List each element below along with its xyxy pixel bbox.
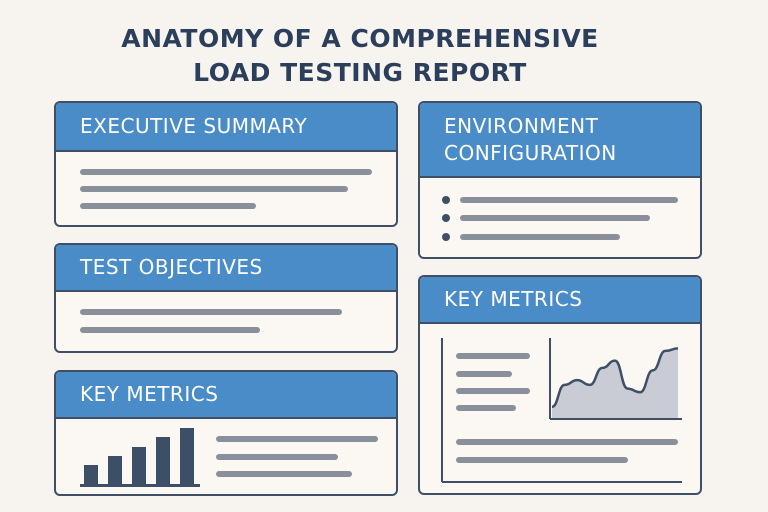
bar-chart-baseline — [80, 484, 200, 487]
text-line — [460, 215, 650, 221]
key-metrics-card-right: KEY METRICS — [418, 275, 702, 495]
executive-summary-card: EXECUTIVE SUMMARY — [54, 101, 398, 227]
text-line — [80, 169, 372, 175]
test-objectives-heading: TEST OBJECTIVES — [80, 255, 263, 279]
page-title: ANATOMY OF A COMPREHENSIVE LOAD TESTING … — [0, 22, 720, 90]
key-metrics-header-right: KEY METRICS — [420, 277, 700, 324]
text-line — [456, 371, 512, 377]
key-metrics-header-left: KEY METRICS — [56, 372, 396, 419]
area-chart — [441, 338, 682, 483]
executive-summary-header: EXECUTIVE SUMMARY — [56, 103, 396, 152]
environment-heading-line-1: ENVIRONMENT — [444, 113, 599, 138]
text-line — [80, 309, 342, 315]
area-fill — [552, 348, 678, 419]
text-line — [456, 405, 516, 411]
area-line — [551, 347, 679, 409]
title-line-2: LOAD TESTING REPORT — [193, 58, 527, 87]
bar-5 — [180, 428, 194, 484]
bullet-icon — [442, 233, 450, 241]
bar-chart — [80, 422, 200, 487]
bullet-icon — [442, 214, 450, 222]
environment-configuration-header: ENVIRONMENT CONFIGURATION — [420, 103, 700, 178]
environment-configuration-card: ENVIRONMENT CONFIGURATION — [418, 101, 702, 259]
test-objectives-header: TEST OBJECTIVES — [56, 245, 396, 292]
text-line — [216, 471, 352, 477]
executive-summary-heading: EXECUTIVE SUMMARY — [80, 114, 308, 138]
text-line — [216, 436, 378, 442]
bar-4 — [156, 437, 170, 484]
bar-1 — [84, 465, 98, 484]
bar-2 — [108, 456, 122, 484]
bar-3 — [132, 447, 146, 484]
key-metrics-card-left: KEY METRICS — [54, 370, 398, 496]
text-line — [80, 186, 348, 192]
text-line — [460, 234, 620, 240]
text-line — [456, 353, 530, 359]
test-objectives-card: TEST OBJECTIVES — [54, 243, 398, 353]
text-line — [80, 203, 256, 209]
key-metrics-heading-left: KEY METRICS — [80, 382, 219, 406]
environment-heading-line-2: CONFIGURATION — [444, 140, 617, 165]
text-line — [80, 327, 260, 333]
bullet-icon — [442, 196, 450, 204]
text-line — [216, 454, 338, 460]
text-line — [456, 439, 678, 445]
text-line — [456, 388, 530, 394]
title-line-1: ANATOMY OF A COMPREHENSIVE — [121, 24, 599, 53]
key-metrics-heading-right: KEY METRICS — [444, 287, 583, 311]
text-line — [460, 197, 678, 203]
text-line — [456, 457, 628, 463]
